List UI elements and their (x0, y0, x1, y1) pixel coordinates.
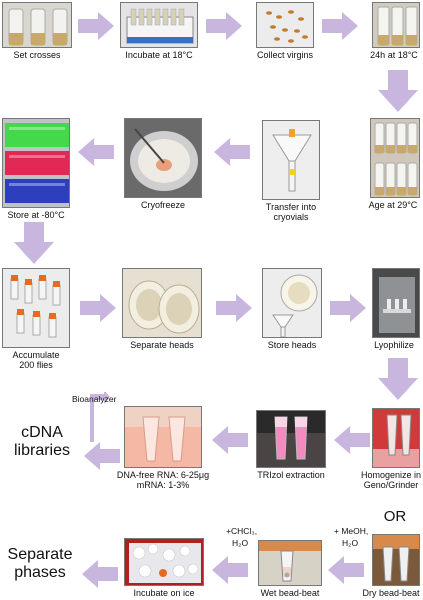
caption-dry-bead: Dry bead-beat (362, 588, 420, 598)
caption-store-80: Store at -80°C (7, 210, 65, 220)
photo-age-29 (370, 118, 420, 198)
photo-collect-virgins (256, 2, 314, 48)
arrow-up-right-icon (90, 392, 110, 442)
arrow-left-icon (328, 556, 364, 584)
caption-dnafree-1: DNA-free RNA: 6-25μg (116, 470, 210, 480)
caption-set-crosses: Set crosses (13, 50, 61, 60)
arrow-left-icon (334, 426, 370, 454)
photo-cryofreeze (124, 118, 202, 198)
arrow-right-icon (216, 294, 252, 322)
label-separate-2: phases (14, 564, 66, 581)
arrow-left-icon (84, 442, 120, 470)
photo-wet-bead (258, 540, 322, 586)
photo-set-crosses (2, 2, 72, 48)
label-meoh-2: H₂O (342, 538, 359, 548)
arrow-down-icon (378, 358, 418, 400)
label-separate-1: Separate (7, 546, 73, 563)
caption-accumulate-1: Accumulate (12, 350, 60, 360)
photo-accumulate (2, 268, 70, 348)
arrow-left-icon (78, 138, 114, 166)
photo-homogenize (372, 408, 420, 468)
caption-cryofreeze: Cryofreeze (140, 200, 185, 210)
arrow-down-icon (378, 70, 418, 112)
photo-incubate-ice (124, 538, 204, 586)
label-cdna-1: cDNA (21, 424, 63, 441)
arrow-right-icon (78, 12, 114, 40)
caption-store-heads: Store heads (267, 340, 317, 350)
label-bioanalyzer: Bioanalyzer (72, 394, 117, 404)
label-meoh-1: + MeOH, (334, 526, 369, 536)
arrow-right-icon (206, 12, 242, 40)
photo-dry-bead (372, 534, 420, 586)
arrow-left-icon (214, 138, 250, 166)
caption-dnafree-2: mRNA: 1-3% (136, 480, 190, 490)
label-chcl3-2: H₂O (232, 538, 249, 548)
arrow-right-icon (330, 294, 366, 322)
arrow-down-icon (14, 222, 54, 264)
arrow-left-icon (212, 556, 248, 584)
arrow-left-icon (212, 426, 248, 454)
caption-incubate-18: Incubate at 18°C (125, 50, 193, 60)
photo-lyophilize (372, 268, 420, 338)
arrow-left-icon (82, 560, 118, 588)
arrow-right-icon (80, 294, 116, 322)
caption-accumulate-2: 200 flies (19, 360, 53, 370)
photo-24h-18 (372, 2, 420, 48)
caption-age-29: Age at 29°C (368, 200, 418, 210)
caption-wet-bead: Wet bead-beat (260, 588, 320, 598)
arrow-right-icon (322, 12, 358, 40)
caption-homogenize-2: Geno/Grinder (363, 480, 419, 490)
caption-lyophilize: Lyophilize (374, 340, 414, 350)
photo-transfer (262, 120, 320, 200)
photo-trizol (256, 410, 326, 468)
photo-incubate-18 (120, 2, 198, 48)
photo-dnafree-rna (124, 406, 202, 468)
label-cdna-2: libraries (13, 442, 70, 459)
photo-store-heads (262, 268, 322, 338)
label-chcl3-1: +CHCl₃, (226, 526, 258, 536)
caption-separate-heads: Separate heads (130, 340, 194, 350)
label-or: OR (383, 508, 407, 525)
caption-collect-virgins: Collect virgins (256, 50, 314, 60)
photo-store-80 (2, 118, 70, 208)
caption-24h-18: 24h at 18°C (370, 50, 418, 60)
caption-transfer-2: cryovials (273, 212, 309, 222)
caption-trizol: TRIzol extraction (257, 470, 325, 480)
caption-transfer-1: Transfer into (265, 202, 317, 212)
caption-homogenize-1: Homogenize in (360, 470, 422, 480)
caption-incubate-ice: Incubate on ice (133, 588, 195, 598)
photo-separate-heads (122, 268, 202, 338)
